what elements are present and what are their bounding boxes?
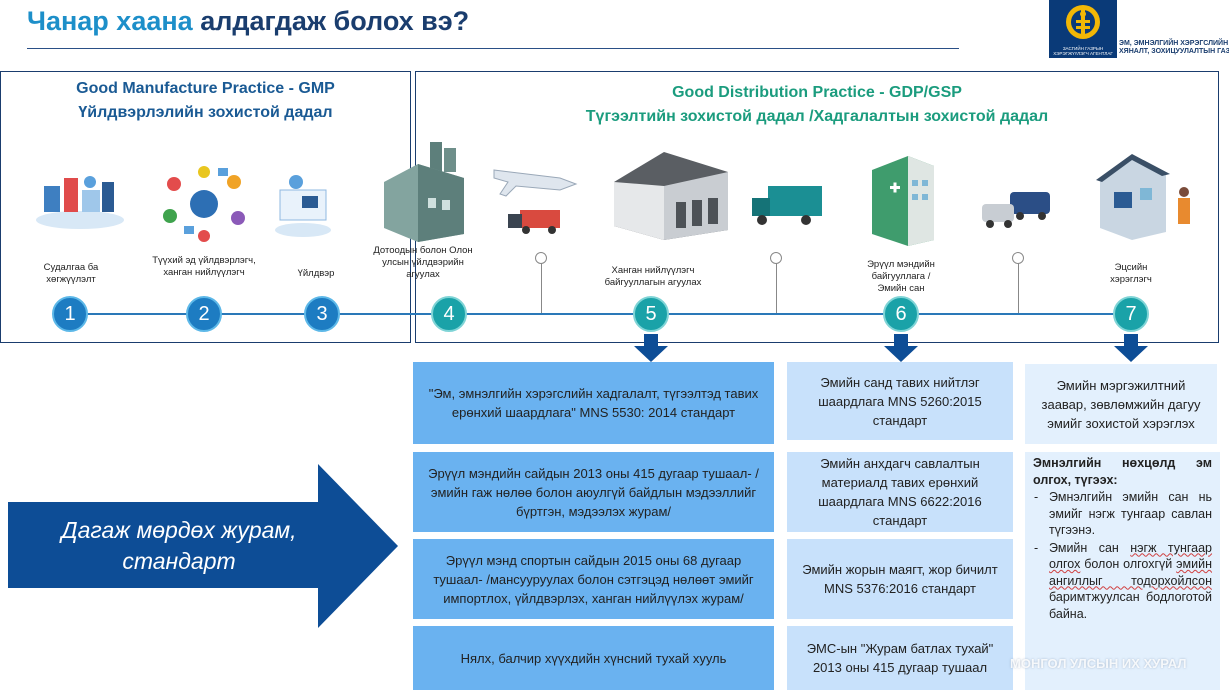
- step-2-node: 2: [186, 296, 222, 332]
- factory-worker-icon: [275, 175, 331, 237]
- home-patient-icon: [1096, 154, 1190, 240]
- process-timeline: [70, 313, 1132, 315]
- agency-name-line-1: ЭМ, ЭМНЭЛГИЙН ХЭРЭГСЛИЙН: [1119, 40, 1229, 47]
- hospital-icon: [872, 156, 934, 246]
- standard-box: "Эм, эмнэлгийн хэрэгслийн хадгалалт, түг…: [413, 362, 774, 444]
- logo-subtitle: ЗАСГИЙН ГАЗРЫН ХЭРЭГЖҮҮЛЭГЧ АГЕНТЛАГ: [1053, 46, 1113, 56]
- step-5-caption: Ханган нийлүүлэгч байгууллагын агуулах: [604, 265, 702, 288]
- note-text: нэгж тунгаар олгох: [1049, 540, 1213, 572]
- connector-pin: [541, 262, 542, 314]
- warehouse-building-icon: [384, 142, 464, 242]
- big-right-arrow-icon: [8, 464, 398, 628]
- agency-name-line-2: ХЯНАЛТ, ЗОХИЦУУЛАЛТЫН ГАЗАР: [1119, 48, 1229, 55]
- connector-pin: [1018, 262, 1019, 314]
- standard-box: Эмийн санд тавих нийтлэг шаардлага MNS 5…: [787, 362, 1013, 440]
- note-text: баримтжуулсан бодлоготой байна.: [1049, 590, 1212, 621]
- title-part-1: Чанар хаана: [27, 6, 193, 36]
- title-divider: [27, 48, 959, 49]
- down-arrow-icon: [1114, 334, 1148, 362]
- standard-box: ЭМС-ын "Журам батлах тухай" 2013 оны 415…: [787, 626, 1013, 690]
- gdp-heading: Good Distribution Practice - GDP/GSP: [672, 84, 962, 101]
- note-text: Эмийн сан: [1049, 540, 1131, 555]
- distribution-warehouse-icon: [614, 152, 728, 240]
- step-4-caption: Дотоодын болон Олон улсын үйлдвэрийн агу…: [373, 245, 473, 280]
- standard-box: Эрүүл мэндийн сайдын 2013 оны 415 дугаар…: [413, 452, 774, 532]
- step-3-node: 3: [304, 296, 340, 332]
- gmp-heading: Good Manufacture Practice - GMP: [76, 80, 335, 97]
- connector-pin-head: [1012, 252, 1024, 264]
- down-arrow-icon: [634, 334, 668, 362]
- step-4-node: 4: [431, 296, 467, 332]
- raw-materials-icon: [163, 166, 245, 242]
- step-1-node: 1: [52, 296, 88, 332]
- step-5-node: 5: [633, 296, 669, 332]
- connector-pin: [776, 262, 777, 314]
- step-2-caption: Түүхий эд үйлдвэрлэгч, ханган нийлүүлэгч: [152, 255, 256, 278]
- step-3-caption: Үйлдвэр: [297, 268, 335, 279]
- connector-pin-head: [770, 252, 782, 264]
- title-part-2: алдагдаж болох вэ?: [200, 6, 470, 36]
- research-lab-icon: [36, 176, 124, 229]
- down-arrow-icon: [884, 334, 918, 362]
- step-7-node: 7: [1113, 296, 1149, 332]
- standard-box: Эмийн жорын маягт, жор бичилт MNS 5376:2…: [787, 539, 1013, 619]
- note-text: эмийн ангиллыг тодорхойлсон: [1049, 557, 1212, 588]
- connector-pin-head: [535, 252, 547, 264]
- note-item: Эмнэлгийн эмийн сан нь эмийг нэгж тунгаа…: [1033, 489, 1212, 539]
- cars-icon: [982, 192, 1050, 228]
- note-heading: Эмнэлгийн нөхцөлд эм олгох, түгээх:: [1033, 456, 1212, 487]
- standard-box: Нялх, балчир хүүхдийн хүнсний тухай хуул…: [413, 626, 774, 690]
- step-6-node: 6: [883, 296, 919, 332]
- soyombo-emblem-icon: [1066, 5, 1100, 39]
- truck-icon: [752, 186, 822, 225]
- note-item: Эмийн сан нэгж тунгаар олгох болон олгох…: [1033, 540, 1212, 623]
- note-list: Эмнэлгийн эмийн сан нь эмийг нэгж тунгаа…: [1033, 489, 1212, 622]
- standard-box: Эрүүл мэнд спортын сайдын 2015 оны 68 ду…: [413, 539, 774, 619]
- gdp-subheading: Түгээлтийн зохистой дадал /Хадгалалтын з…: [585, 108, 1049, 125]
- step-6-caption: Эрүүл мэндийн байгууллага / Эмийн сан: [867, 259, 935, 294]
- note-text: болон олгохгүй: [1080, 557, 1177, 571]
- step-7-caption: Эцсийн хэрэглэгч: [1110, 262, 1152, 285]
- step-1-caption: Судалгаа ба хөгжүүлэлт: [43, 262, 99, 285]
- standard-box: Эмийн анхдагч савлалтын материалд тавих …: [787, 452, 1013, 532]
- gmp-subheading: Үйлдвэрлэлийн зохистой дадал: [78, 104, 333, 121]
- agency-logo: [1049, 0, 1117, 58]
- guidance-box: Эмийн мэргэжилтний заавар, зөвлөмжийн да…: [1025, 364, 1217, 444]
- page-title: Чанар хаана алдагдаж болох вэ?: [27, 6, 469, 37]
- plane-train-icon: [493, 169, 578, 234]
- watermark: МОНГОЛ УЛСЫН ИХ ХУРАЛ: [1010, 656, 1187, 671]
- hospital-dispensing-note: Эмнэлгийн нөхцөлд эм олгох, түгээх: Эмнэ…: [1025, 452, 1220, 690]
- regulations-label: Дагаж мөрдөх журам, стандарт: [61, 517, 297, 574]
